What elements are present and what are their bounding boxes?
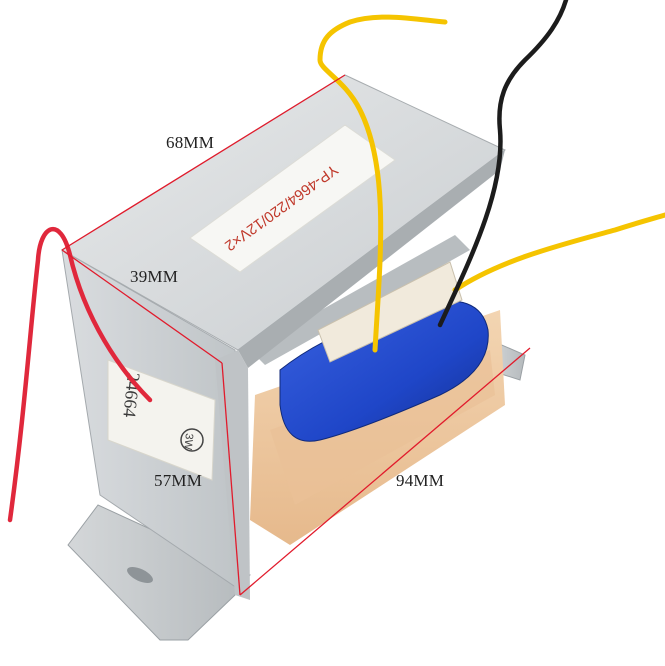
side-sticker: 24664 3W — [107, 359, 216, 481]
dimension-label-diagonal: 94MM — [396, 471, 445, 490]
side-stamp — [180, 428, 204, 452]
dimension-line-length — [61, 74, 346, 251]
dimension-lines — [61, 74, 531, 596]
yellow-wire-right — [452, 212, 665, 293]
dimension-label-length: 68MM — [166, 133, 215, 152]
mounting-hole — [127, 566, 153, 584]
red-wire — [7, 227, 153, 523]
dimension-line-height — [221, 362, 241, 596]
yellow-wire-left — [317, 14, 448, 353]
black-wire — [437, 0, 569, 328]
wires — [7, 0, 665, 523]
dimension-line-width — [61, 249, 223, 364]
dimension-label-height: 57MM — [154, 471, 203, 490]
dimension-line-diagonal — [239, 347, 531, 596]
dimension-label-width: 39MM — [130, 267, 179, 286]
side-stamp-text: 3W — [181, 433, 195, 451]
bobbin-top-tab — [317, 261, 463, 363]
